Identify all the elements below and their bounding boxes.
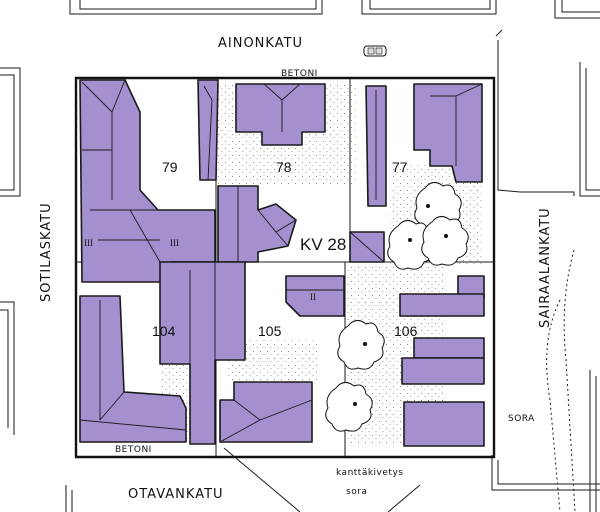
parcel-label: 77 [392, 159, 408, 175]
car-icon [363, 45, 387, 57]
parcel-label: 105 [258, 323, 282, 339]
surface-label-east: SORA [508, 414, 535, 424]
building-78 [235, 83, 326, 146]
parcel-label: 104 [152, 323, 176, 339]
parcel-label: 106 [394, 323, 418, 339]
surface-label-paving: kanttäkivetys [336, 468, 403, 478]
surface-label-south: BETONI [115, 445, 152, 455]
tree-icon [325, 382, 373, 432]
building-104 [79, 295, 187, 443]
floor-count: III [170, 238, 179, 248]
surface-label-gravel: sora [346, 487, 367, 497]
parcel-label: 78 [276, 159, 292, 175]
block-boundary [74, 76, 496, 459]
trees [325, 182, 469, 432]
building-105 [219, 381, 313, 443]
building-106-bottom [403, 401, 485, 447]
building-106-middle [401, 357, 485, 385]
street-label-south: OTAVANKATU [128, 487, 224, 502]
street-label-north: AINONKATU [218, 36, 303, 51]
surface-label-north: BETONI [281, 69, 318, 79]
tree-icon [421, 216, 469, 266]
tree-icon [387, 220, 435, 270]
parcel-label: 79 [162, 159, 178, 175]
building-77-east [413, 83, 483, 183]
street-label-west: SOTILASKATU [39, 202, 54, 302]
floor-count: II [310, 292, 316, 302]
building-central-south-wing [159, 261, 246, 445]
building-106-mid [413, 337, 485, 359]
building-79-east-wing [197, 79, 219, 181]
building-central [217, 185, 297, 263]
building-106-upper [399, 293, 485, 317]
block-label: KV 28 [300, 235, 346, 254]
street-label-east: SAIRAALANKATU [538, 207, 553, 328]
building-105-small [285, 275, 345, 317]
tree-icon [337, 320, 385, 370]
buildings [79, 79, 485, 447]
floor-count: III [84, 238, 93, 248]
building-79-west [79, 79, 216, 283]
